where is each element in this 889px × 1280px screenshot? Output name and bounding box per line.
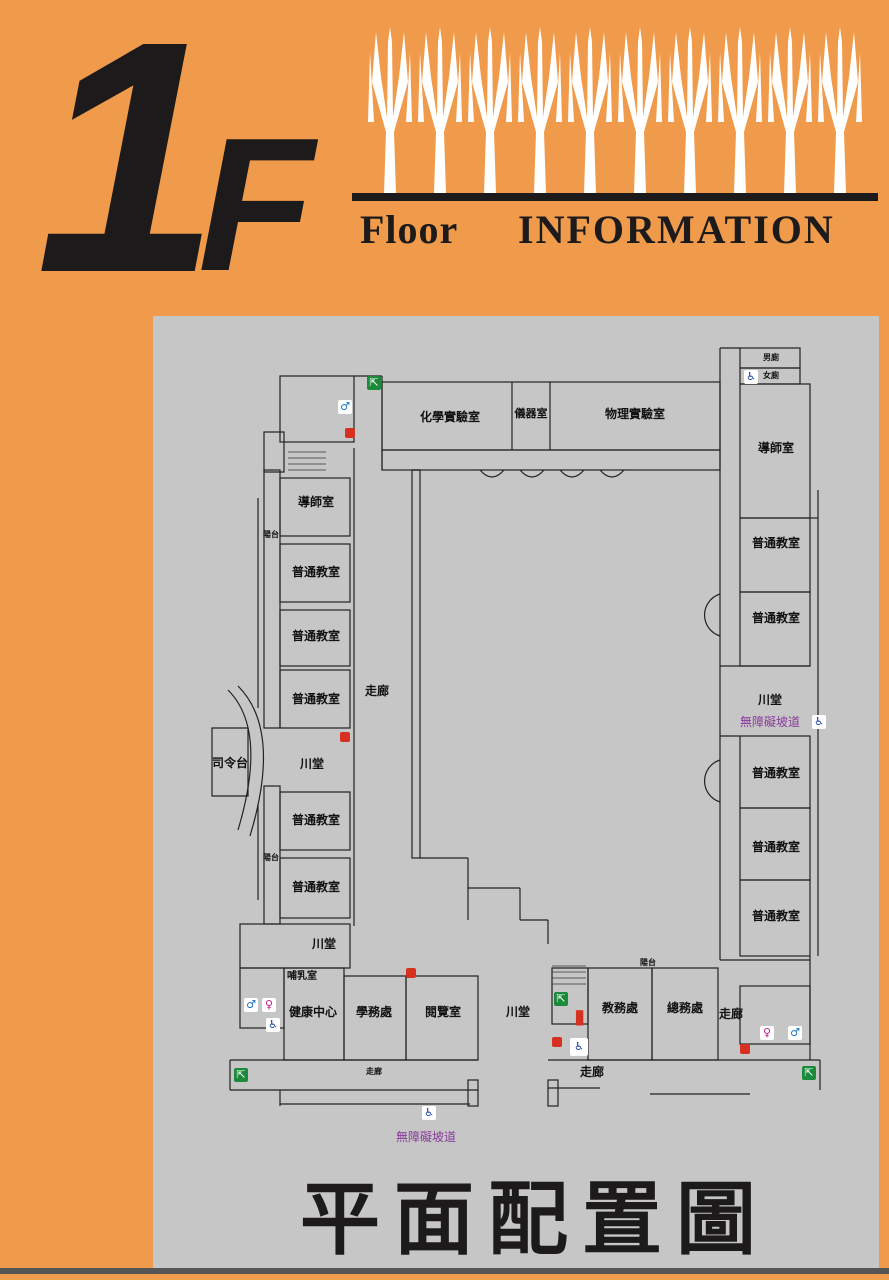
- room-student-affairs: 學務處: [355, 1005, 393, 1019]
- female-toilet-icon: ♀: [760, 1026, 774, 1040]
- floor-plan-walls: [211, 347, 821, 1107]
- corridor-left: 走廊: [364, 684, 390, 698]
- wheelchair-icon: ♿: [266, 1018, 280, 1032]
- floor-number: 1: [36, 0, 220, 341]
- wheelchair-icon: ♿: [570, 1038, 588, 1056]
- female-toilet-icon: ♀: [262, 998, 276, 1012]
- wheelchair-icon: ♿: [812, 715, 826, 729]
- exit-sign-icon: ⇱: [802, 1066, 816, 1080]
- room-nursing: 哺乳室: [287, 971, 317, 982]
- room-class-l3: 普通教室: [291, 692, 341, 706]
- room-hall-bottom-left: 川堂: [311, 937, 337, 951]
- fire-extinguisher-icon: [552, 1037, 562, 1047]
- floor-plan-panel: [153, 316, 879, 1272]
- male-toilet-icon: ♂: [788, 1026, 802, 1040]
- room-class-r1: 普通教室: [751, 536, 801, 550]
- exit-sign-icon: ⇱: [367, 376, 381, 390]
- room-balcony-2: 陽台: [263, 853, 279, 862]
- person-icon: ▮: [574, 1004, 586, 1028]
- room-balcony-3: 陽台: [640, 958, 656, 967]
- corridor-bottom: 走廊: [579, 1065, 605, 1079]
- fire-extinguisher-icon: [345, 428, 355, 438]
- room-hall-right: 川堂: [757, 693, 783, 707]
- wheelchair-icon: ♿: [422, 1106, 436, 1120]
- room-class-l1: 普通教室: [291, 565, 341, 579]
- room-class-l2: 普通教室: [291, 629, 341, 643]
- room-class-l4: 普通教室: [291, 813, 341, 827]
- information-word: INFORMATION: [518, 207, 835, 252]
- floor-letter: F: [198, 99, 315, 311]
- room-general-affairs: 總務處: [666, 1001, 704, 1015]
- fire-extinguisher-icon: [406, 968, 416, 978]
- room-podium: 司令台: [211, 756, 249, 770]
- label-ramp-right: 無障礙坡道: [739, 715, 801, 729]
- trees-banner-icon: [368, 27, 862, 194]
- header-rule: [352, 193, 878, 201]
- room-womens-toilet: 女廁: [763, 371, 779, 380]
- fire-extinguisher-icon: [740, 1044, 750, 1054]
- room-class-r5: 普通教室: [751, 909, 801, 923]
- room-health-center: 健康中心: [288, 1005, 338, 1019]
- corridor-bottom-small: 走廊: [366, 1067, 382, 1076]
- room-hall-center: 川堂: [505, 1005, 531, 1019]
- bottom-rule: [0, 1268, 889, 1274]
- room-reading: 閱覽室: [424, 1005, 462, 1019]
- room-tutor-right: 導師室: [757, 441, 795, 455]
- room-chemistry-lab: 化學實驗室: [419, 410, 481, 424]
- room-class-r2: 普通教室: [751, 611, 801, 625]
- fire-extinguisher-icon: [340, 732, 350, 742]
- room-mens-toilet: 男廁: [763, 353, 779, 362]
- wheelchair-icon: ♿: [744, 370, 758, 384]
- room-academic-affairs: 教務處: [601, 1001, 639, 1015]
- exit-sign-icon: ⇱: [554, 992, 568, 1006]
- male-toilet-icon: ♂: [338, 400, 352, 414]
- corridor-right: 走廊: [718, 1007, 744, 1021]
- exit-sign-icon: ⇱: [234, 1068, 248, 1082]
- male-toilet-icon: ♂: [244, 998, 258, 1012]
- floor-word: Floor: [360, 207, 459, 252]
- room-physics-lab: 物理實驗室: [604, 407, 666, 421]
- room-class-r3: 普通教室: [751, 766, 801, 780]
- room-class-r4: 普通教室: [751, 840, 801, 854]
- room-instrument: 儀器室: [514, 407, 548, 420]
- room-tutor-left: 導師室: [297, 495, 335, 509]
- label-ramp-bottom: 無障礙坡道: [395, 1130, 457, 1144]
- room-class-l5: 普通教室: [291, 880, 341, 894]
- page-title: 平面配置圖: [300, 1173, 770, 1266]
- room-hall-left: 川堂: [299, 757, 325, 771]
- room-balcony-1: 陽台: [263, 530, 279, 539]
